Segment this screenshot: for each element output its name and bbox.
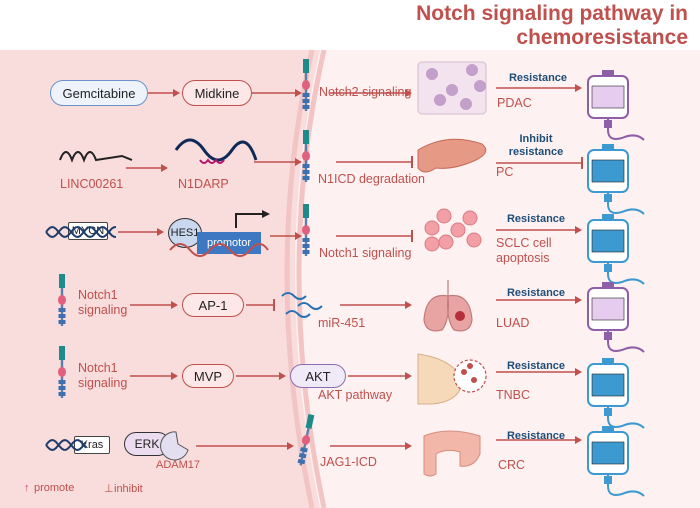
adam17-label: ADAM17 [156,459,201,471]
resistance-label-4: Resistance [506,287,566,299]
mycn-gene-box: MYCN [68,222,108,240]
promotor-box: promotor [197,232,261,254]
inhibit-bar-icon: ⊥ [104,483,114,495]
gemcitabine-node: Gemcitabine [50,80,148,106]
page-title-line2: chemoresistance [516,26,688,49]
pc-label: PC [496,165,514,179]
n1darp-label: N1DARP [178,177,229,191]
notch1-signaling-label: Notch1 signaling [319,246,412,260]
notch2-signaling-label: Notch2 signaling [319,85,412,99]
jag1-icd-label: JAG1-ICD [320,455,377,469]
pdac-label: PDAC [497,96,532,110]
hes1-node: HES1 [168,218,202,248]
erk-node: ERK [124,432,170,456]
crc-label: CRC [498,458,526,472]
midkine-node: Midkine [182,80,252,106]
mir451-label: miR-451 [318,316,366,330]
notch1-signaling-input-5: Notch1 signaling [78,361,128,390]
notch1-signaling-input-4: Notch1 signaling [78,288,128,317]
n1icd-degradation-label: N1ICD degradation [318,172,426,186]
legend-promote: ↑promote [24,482,75,494]
inhibit-resistance-label: Inhibit resistance [508,133,564,158]
mvp-node: MVP [182,364,234,388]
promote-arrow-icon: ↑ [24,482,30,494]
resistance-label-3: Resistance [506,213,566,225]
legend-inhibit: ⊥inhibit [104,483,143,495]
drug-label-2: CHEMO [597,164,627,173]
akt-pathway-label: AKT pathway [318,388,393,402]
ap1-node: AP-1 [182,293,244,317]
drug-label-5: CHEMO [597,378,627,387]
page-title: Notch signaling pathway in [416,2,688,25]
drug-label-1: Gemci- tabine [599,91,625,109]
resistance-label-5: Resistance [506,360,566,372]
resistance-label-1: Resistance [508,72,568,84]
resistance-label-6: Resistance [506,430,566,442]
drug-label-4: Doce- taxel [601,299,623,317]
sclc-label: SCLC cell apoptosis [496,236,552,265]
luad-label: LUAD [496,316,530,330]
drug-label-3: CHEMO [597,234,627,243]
kras-gene-box: Kras [74,436,110,454]
tnbc-label: TNBC [496,388,531,402]
akt-node: AKT [290,364,346,388]
linc00261-label: LINC00261 [60,177,124,191]
drug-label-6: CHEMO [597,449,627,458]
